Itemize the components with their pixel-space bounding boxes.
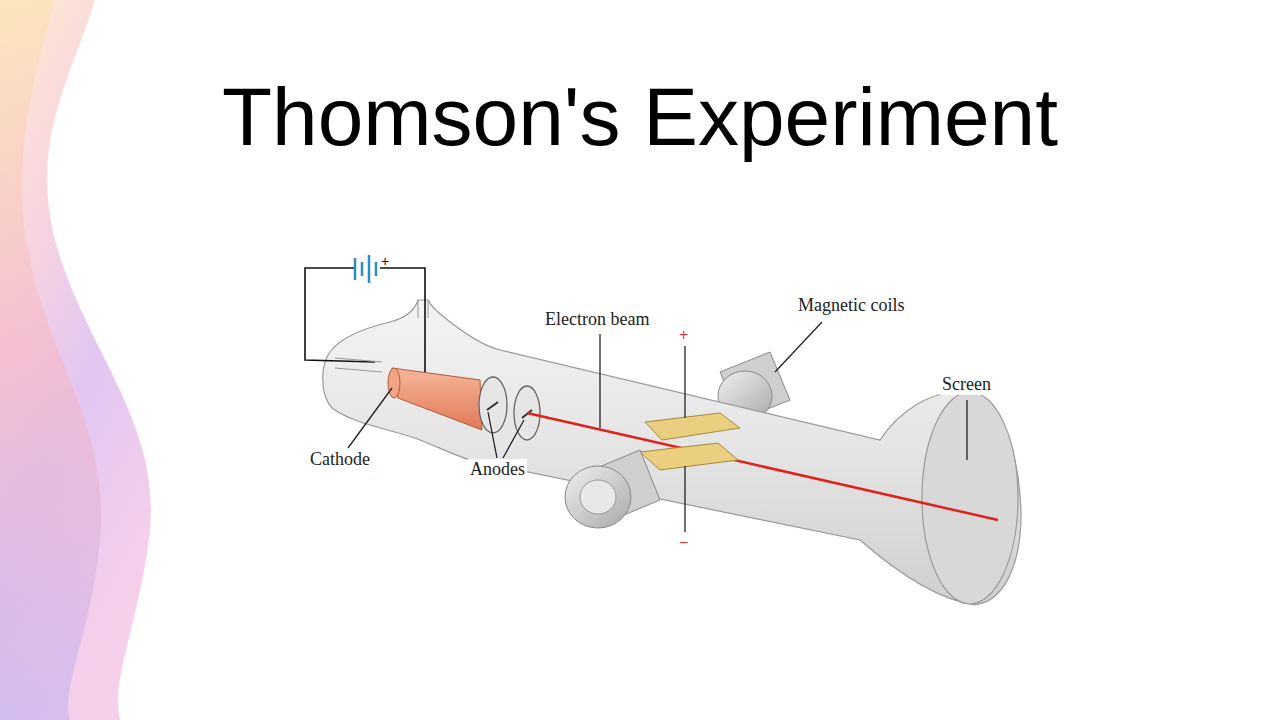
screen: [922, 392, 1018, 604]
part-label: Magnetic coils: [796, 295, 906, 316]
slide-title: Thomson's Experiment: [0, 70, 1280, 164]
part-label: Anodes: [468, 459, 527, 480]
plate-polarity: +: [679, 326, 688, 344]
terminal-sign: +: [381, 253, 389, 269]
part-label: Electron beam: [543, 309, 651, 330]
anode: [479, 377, 540, 440]
cathode: [388, 368, 482, 430]
plate-polarity: −: [679, 534, 688, 552]
leader-line: [348, 322, 967, 460]
part-label: Cathode: [308, 449, 372, 470]
part-label: Screen: [940, 374, 993, 395]
magnetic-coil: [565, 450, 660, 528]
glass-tube: [323, 300, 1021, 605]
deflection-plate: [640, 443, 738, 470]
tube-nipple: [418, 300, 428, 318]
deflection-plate: [645, 413, 740, 440]
